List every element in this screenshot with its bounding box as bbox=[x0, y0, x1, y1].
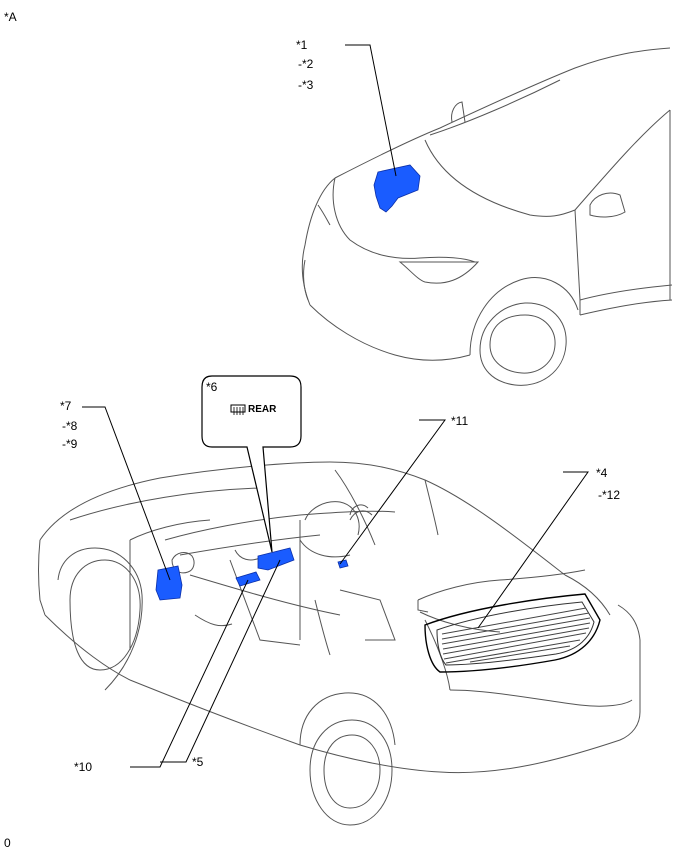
front-car-outline bbox=[301, 47, 673, 386]
callout-label-6: *6 bbox=[206, 380, 218, 394]
callout-label-8: -*8 bbox=[62, 419, 78, 433]
callout-label-3: -*3 bbox=[298, 78, 314, 92]
leader-lines bbox=[82, 44, 589, 768]
rear-defogger-relay bbox=[337, 559, 349, 569]
image-code: 0 bbox=[4, 836, 11, 850]
callout-label-9: -*9 bbox=[62, 437, 78, 451]
dlc3-connector bbox=[235, 571, 261, 587]
heater-control-panel bbox=[257, 547, 295, 571]
callout-label-12: -*12 bbox=[598, 488, 621, 502]
callout-label-10: *10 bbox=[74, 760, 93, 774]
callout-label-7: *7 bbox=[60, 399, 72, 413]
view-label: *A bbox=[4, 10, 17, 24]
callout-label-1: *1 bbox=[296, 38, 308, 52]
callout-label-4: *4 bbox=[596, 466, 608, 480]
callout-bubble bbox=[201, 375, 302, 553]
rear-window bbox=[424, 593, 601, 673]
callout-box-6: *6 REAR bbox=[202, 376, 300, 446]
engine-room-relay-block bbox=[373, 164, 421, 213]
callout-label-11: *11 bbox=[451, 414, 469, 428]
rear-defogger-icon bbox=[230, 404, 246, 415]
callout-label-5: *5 bbox=[192, 755, 204, 769]
instrument-panel-junction-block bbox=[155, 565, 183, 601]
callout-label-2: -*2 bbox=[298, 57, 314, 71]
switch-label: REAR bbox=[248, 404, 277, 415]
rear-car-outline bbox=[38, 461, 641, 826]
